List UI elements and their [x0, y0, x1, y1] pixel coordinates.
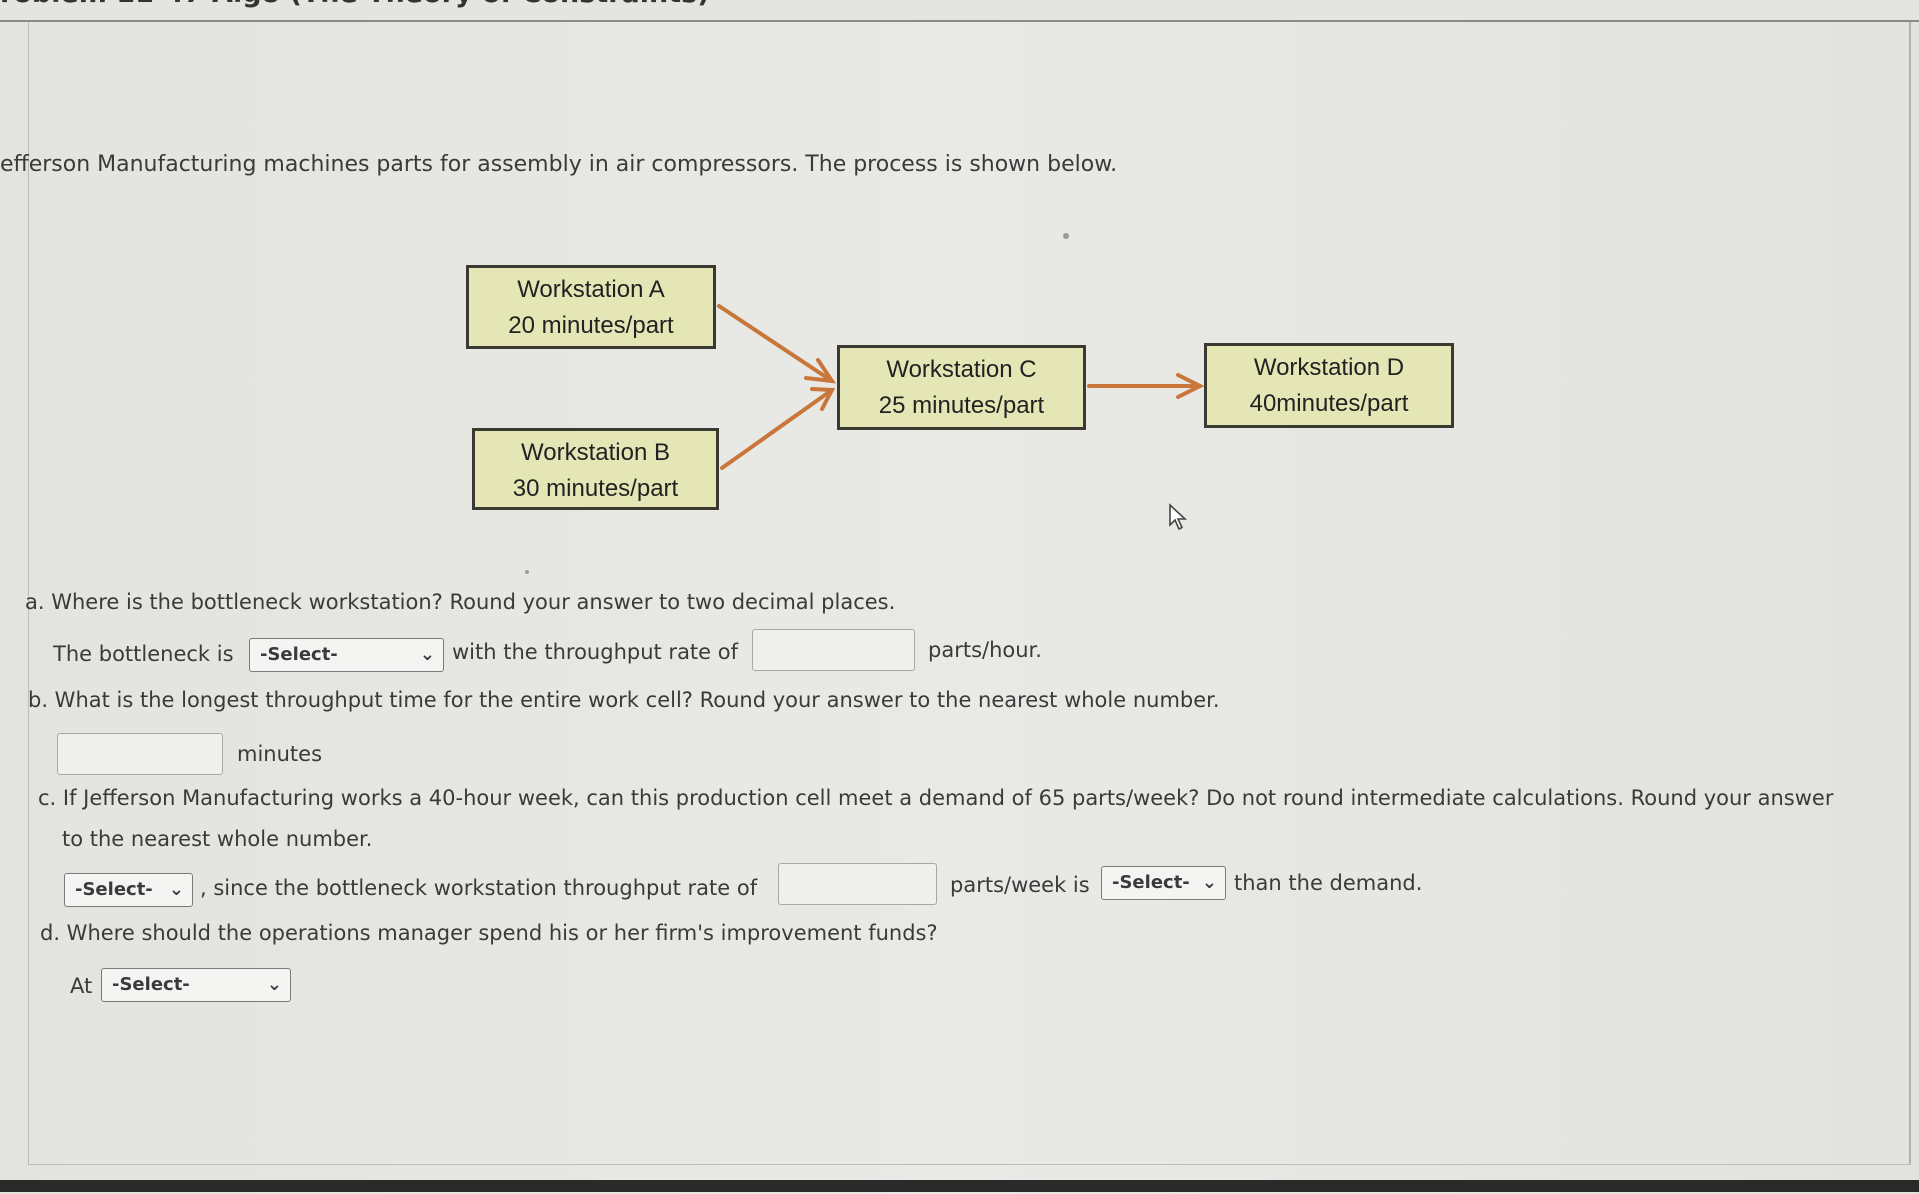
- question-c-units: parts/week is: [950, 873, 1090, 897]
- workstation-c-time: 25 minutes/part: [878, 392, 1045, 419]
- workstation-a-name: Workstation A: [517, 276, 665, 303]
- chevron-down-icon: ⌄: [168, 879, 184, 900]
- workstation-c-name: Workstation C: [886, 356, 1037, 383]
- question-a-prompt: a. Where is the bottleneck workstation? …: [25, 590, 896, 614]
- stray-dot: [1063, 233, 1069, 239]
- workstation-b-time: 30 minutes/part: [512, 475, 679, 502]
- arrow-b-to-c-head: [810, 387, 836, 411]
- workstation-a-box: Workstation A 20 minutes/part: [466, 265, 716, 349]
- chevron-down-icon: ⌄: [419, 644, 435, 665]
- can-meet-demand-select-value: -Select-: [75, 879, 153, 900]
- weekly-throughput-input[interactable]: [778, 863, 937, 905]
- question-c-prompt-line1: c. If Jefferson Manufacturing works a 40…: [38, 786, 1834, 810]
- question-c-suffix: than the demand.: [1234, 871, 1423, 895]
- question-b-prompt: b. What is the longest throughput time f…: [28, 688, 1220, 712]
- arrow-c-to-d-head: [1176, 373, 1205, 399]
- question-a-suffix: parts/hour.: [928, 638, 1042, 662]
- stray-dot: [525, 570, 529, 574]
- throughput-time-input[interactable]: [57, 733, 223, 775]
- arrow-a-to-c-head: [804, 358, 837, 384]
- bottleneck-select-value: -Select-: [260, 644, 338, 665]
- throughput-rate-input[interactable]: [752, 629, 915, 671]
- workstation-c-box: Workstation C 25 minutes/part: [837, 345, 1086, 430]
- comparison-select-value: -Select-: [1112, 872, 1190, 893]
- question-a-prefix: The bottleneck is: [53, 642, 234, 666]
- improvement-funds-select-value: -Select-: [112, 974, 190, 995]
- chevron-down-icon: ⌄: [1201, 872, 1217, 893]
- problem-intro: efferson Manufacturing machines parts fo…: [0, 152, 1118, 177]
- workstation-a-time: 20 minutes/part: [508, 312, 674, 339]
- problem-page: [0, 20, 1919, 1194]
- workstation-d-box: Workstation D 40minutes/part: [1204, 343, 1454, 428]
- question-c-middle: , since the bottleneck workstation throu…: [200, 876, 758, 900]
- question-a-middle: with the throughput rate of: [452, 640, 739, 664]
- arrow-b-to-c: [720, 388, 834, 470]
- improvement-funds-select[interactable]: -Select- ⌄: [101, 968, 291, 1002]
- comparison-select[interactable]: -Select- ⌄: [1101, 866, 1226, 900]
- mouse-pointer-icon: [1169, 503, 1188, 531]
- workstation-b-name: Workstation B: [521, 439, 670, 466]
- question-b-suffix: minutes: [237, 742, 323, 766]
- question-d-prompt: d. Where should the operations manager s…: [40, 921, 938, 945]
- workstation-b-box: Workstation B 30 minutes/part: [472, 428, 719, 510]
- arrow-a-to-c: [717, 304, 834, 383]
- problem-title: roblem 11-47 Algo (The Theory of Constra…: [0, 0, 710, 9]
- content-frame: [28, 22, 1911, 1165]
- can-meet-demand-select[interactable]: -Select- ⌄: [64, 873, 193, 907]
- question-c-prompt-line2: to the nearest whole number.: [62, 827, 373, 851]
- chevron-down-icon: ⌄: [266, 974, 282, 995]
- question-d-prefix: At: [70, 974, 93, 998]
- screen-bottom-edge: [0, 1180, 1919, 1192]
- bottleneck-select[interactable]: -Select- ⌄: [249, 638, 444, 672]
- workstation-d-time: 40minutes/part: [1249, 390, 1409, 417]
- workstation-d-name: Workstation D: [1253, 354, 1405, 381]
